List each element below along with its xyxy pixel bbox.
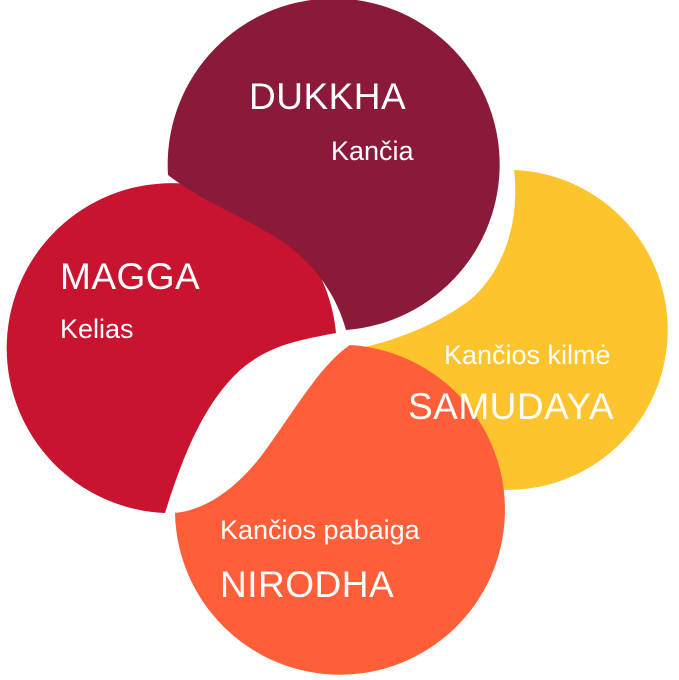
magga-subtitle: Kelias	[60, 314, 134, 344]
dukkha-shape	[167, 0, 500, 330]
nirodha-title: NIRODHA	[220, 564, 395, 605]
nirodha-shape	[175, 345, 505, 675]
samudaya-title: SAMUDAYA	[408, 386, 615, 427]
magga-shape	[6, 183, 337, 513]
dukkha-subtitle: Kančia	[331, 136, 414, 166]
nirodha-subtitle: Kančios pabaiga	[220, 515, 420, 545]
magga-title: MAGGA	[60, 256, 201, 297]
samudaya-subtitle: Kančios kilmė	[444, 340, 611, 370]
dukkha-title: DUKKHA	[249, 76, 407, 117]
